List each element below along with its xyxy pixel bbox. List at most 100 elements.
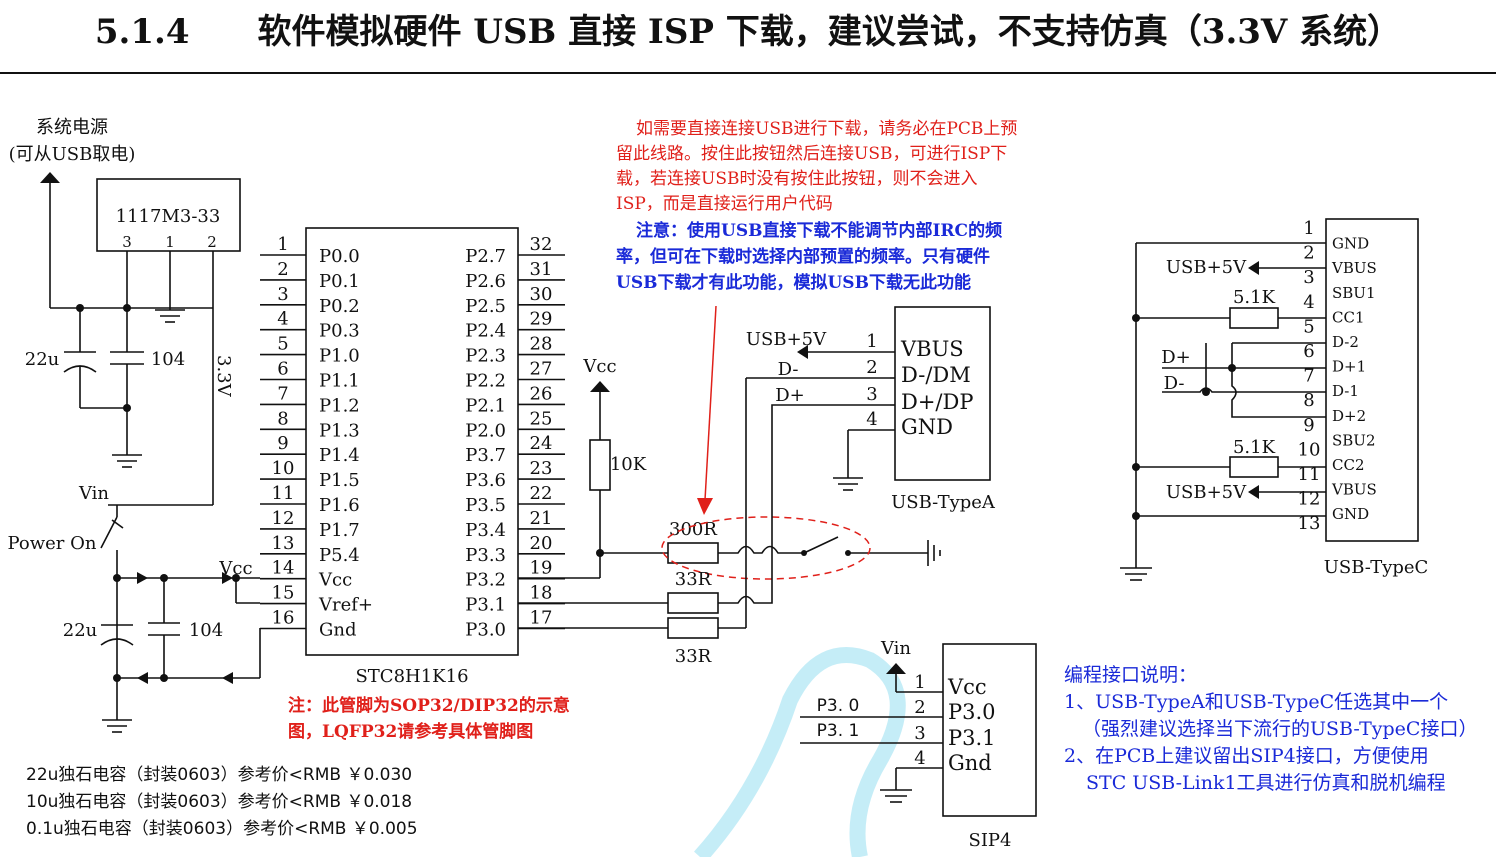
isp-button	[803, 536, 839, 554]
typec-pin-name: GND	[1332, 235, 1369, 253]
mcu-pin-name: P0.1	[319, 271, 360, 292]
mcu-pin-name: P3.5	[465, 495, 506, 516]
mcu-pin-name: Vcc	[318, 570, 352, 591]
svg-text:3: 3	[122, 233, 132, 251]
mcu-pin-number: 6	[277, 359, 288, 380]
ground-icon	[880, 789, 912, 803]
sip4-pin-number: 4	[914, 748, 925, 769]
mcu-pin-name: P1.6	[319, 495, 360, 516]
sip4-p31-label: P3. 1	[817, 721, 860, 741]
usb5v-arrow-icon	[797, 345, 808, 359]
typec-pin-name: D-2	[1332, 333, 1359, 351]
mcu-pin-name: P2.4	[465, 321, 506, 342]
mcu-pin-number: 16	[272, 608, 295, 629]
v33-label: 3.3V	[213, 355, 234, 398]
typec-pin-number: 2	[1303, 243, 1314, 264]
red-note: 如需要直接连接USB进行下载，请务必在PCB上预留此线路。按住此按钮然后连接US…	[616, 119, 1017, 214]
vcc-arrow-icon	[590, 381, 610, 392]
cap-104-label: 104	[151, 349, 185, 370]
typec-pin-name: CC1	[1332, 308, 1365, 326]
resistor-5k1-a	[1229, 307, 1279, 329]
mcu-pin-name: P3.7	[465, 445, 506, 466]
sip4-pin-number: 2	[914, 697, 925, 718]
mcu-pin-number: 9	[277, 433, 288, 454]
sip4-pin-name: Gnd	[948, 751, 992, 775]
typea-pin-number: 3	[866, 384, 877, 405]
mcu-pin-number: 22	[530, 483, 553, 504]
mcu-pin-name: P3.3	[465, 545, 506, 566]
resistor-10k	[589, 439, 611, 491]
typec-pin-name: SBU1	[1332, 284, 1375, 302]
mcu-pin-name: P0.0	[319, 246, 360, 267]
mcu-pin-number: 13	[272, 533, 295, 554]
typea-pin-number: 2	[866, 357, 877, 378]
watermark-logo	[694, 647, 906, 857]
usb-typea-name: USB-TypeA	[891, 492, 996, 513]
resistor-33r-a	[667, 592, 719, 614]
vcc-net-label: Vcc	[218, 558, 252, 579]
mcu-pin-name: P2.0	[465, 420, 506, 441]
mcu-pin-number: 23	[530, 458, 553, 479]
mcu-pin-number: 20	[530, 533, 553, 554]
typea-pin-name: D+/DP	[901, 390, 973, 414]
blue-note: 注意：使用USB直接下载不能调节内部IRC的频率，但可在下载时选择内部预置的频率…	[616, 220, 1002, 293]
typec-dplus-label: D+	[1161, 347, 1191, 368]
typec-pin-name: D-1	[1332, 382, 1359, 400]
mcu-pin-number: 24	[530, 433, 553, 454]
blue-note-line: 率，但可在下载时选择内部预置的频率。只有硬件	[616, 246, 990, 267]
cap-22u-label: 22u	[25, 349, 60, 370]
mcu-pin-number: 19	[530, 558, 553, 579]
mcu-pin-name: P2.3	[465, 346, 506, 367]
mcu-pin-number: 3	[277, 284, 288, 305]
cap2-104-label: 104	[189, 620, 223, 641]
mcu-pin-number: 11	[272, 483, 295, 504]
title-divider	[0, 72, 1496, 74]
r33a-label: 33R	[675, 569, 712, 590]
vin-label: Vin	[78, 483, 109, 504]
package-note-line: 注：此管脚为SOP32/DIP32的示意	[288, 695, 570, 716]
system-power-label: 系统电源	[36, 117, 108, 138]
mcu-pin-number: 14	[272, 558, 295, 579]
red-note-line: 留此线路。按住此按钮然后连接USB，可进行ISP下	[616, 144, 1007, 164]
sip4-pin-number: 1	[914, 672, 925, 693]
vin-arrow-icon	[886, 663, 906, 674]
typec-pin-name: GND	[1332, 505, 1369, 523]
red-note-line: 载，若连接USB时没有按住此按钮，则不会进入	[616, 169, 977, 189]
price-line: 0.1u独石电容（封装0603）参考价<RMB ￥0.005	[26, 819, 418, 839]
mcu-pin-number: 27	[530, 359, 553, 380]
prog-line: （强烈建议选择当下流行的USB-TypeC接口）	[1082, 718, 1477, 740]
prog-line: 1、USB-TypeA和USB-TypeC任选其中一个	[1064, 691, 1448, 713]
ground-icon	[155, 309, 185, 323]
isp-vcc-label: Vcc	[582, 356, 616, 377]
prog-line: 2、在PCB上建议留出SIP4接口，方便使用	[1064, 745, 1429, 767]
typec-pin-number: 4	[1303, 292, 1314, 313]
mcu-pin-name: Vref+	[318, 595, 373, 616]
svg-text:2: 2	[207, 233, 217, 251]
mcu-name: STC8H1K16	[355, 666, 468, 687]
sip4-p30-label: P3. 0	[817, 696, 860, 716]
usb-typec-name: USB-TypeC	[1324, 557, 1429, 578]
typec-pin-name: SBU2	[1332, 431, 1375, 449]
mcu-pin-name: P1.4	[319, 445, 360, 466]
typea-dplus-label: D+	[775, 385, 805, 406]
mcu-pin-number: 12	[272, 508, 295, 529]
mcu-pin-name: P2.2	[465, 371, 506, 392]
mcu-pin-number: 25	[530, 408, 553, 429]
usb-typea-connector	[894, 306, 991, 481]
mcu-pin-name: P2.5	[465, 296, 506, 317]
typec-pin-number: 5	[1303, 316, 1314, 337]
mcu-pin-number: 28	[530, 334, 553, 355]
mcu-pin-number: 2	[277, 259, 288, 280]
highlight-ellipse	[661, 516, 871, 580]
mcu-pin-name: P3.6	[465, 470, 506, 491]
mcu-pin-number: 17	[530, 608, 553, 629]
usb5v-arrow-icon	[1248, 261, 1259, 275]
regulator-1117	[96, 178, 241, 252]
mcu-pin-name: P3.4	[465, 520, 506, 541]
cap2-22u-label: 22u	[63, 620, 98, 641]
ground-icon	[927, 540, 941, 566]
typea-usb5v-label: USB+5V	[746, 329, 827, 350]
mcu-pin-number: 31	[530, 259, 553, 280]
mcu-pin-name: P5.4	[319, 545, 360, 566]
